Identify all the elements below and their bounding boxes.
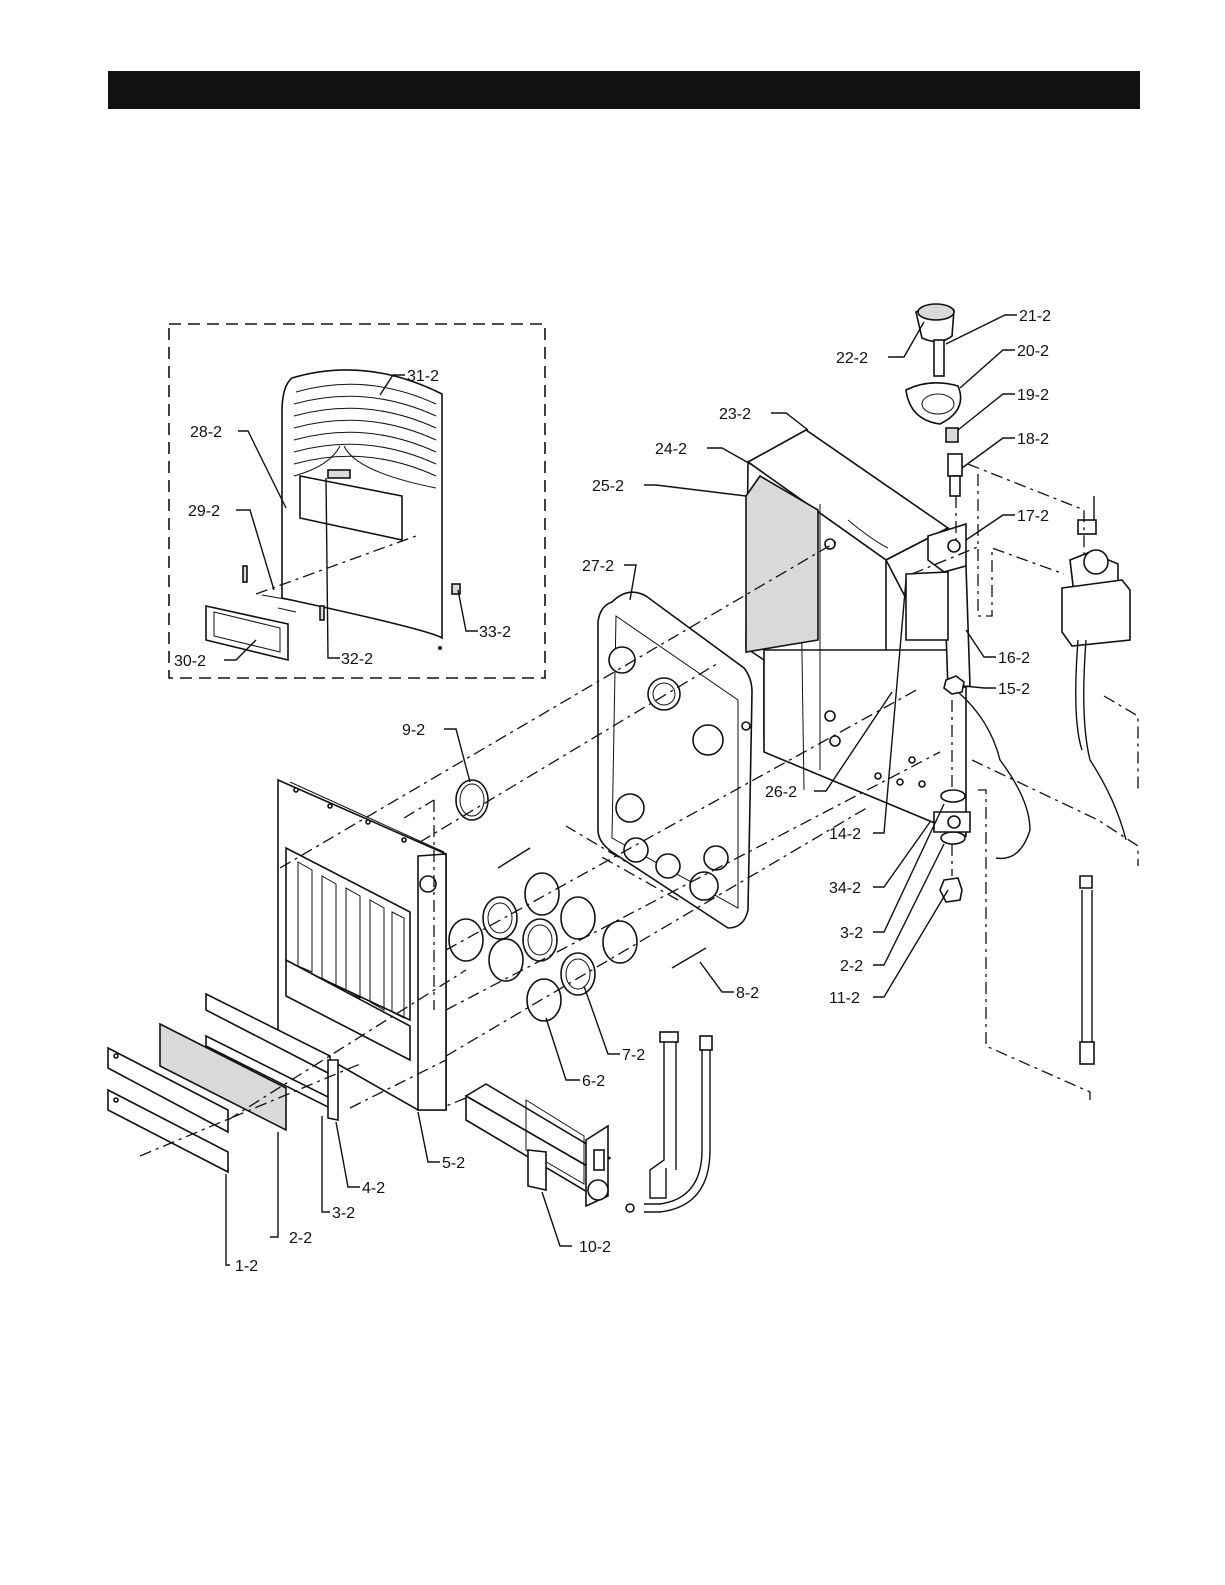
label-23-2: 23-2 bbox=[719, 406, 751, 423]
label-8-2: 8-2 bbox=[736, 985, 759, 1002]
label-3-2-trim: 3-2 bbox=[332, 1205, 355, 1222]
thermocouple-wire bbox=[958, 692, 1030, 858]
label-1-2: 1-2 bbox=[235, 1258, 258, 1275]
label-2-2-valve: 2-2 bbox=[840, 958, 863, 975]
pilot-and-tubing bbox=[644, 1032, 712, 1212]
tube-sleeves-6-2 bbox=[449, 873, 637, 1021]
gas-line-tube bbox=[1080, 876, 1094, 1064]
label-9-2: 9-2 bbox=[402, 722, 425, 739]
label-31-2: 31-2 bbox=[407, 368, 439, 385]
escutcheon-20-2 bbox=[906, 383, 961, 424]
label-15-2: 15-2 bbox=[998, 681, 1030, 698]
label-6-2: 6-2 bbox=[582, 1073, 605, 1090]
label-33-2: 33-2 bbox=[479, 624, 511, 641]
label-17-2: 17-2 bbox=[1017, 508, 1049, 525]
label-29-2: 29-2 bbox=[188, 503, 220, 520]
label-7-2: 7-2 bbox=[622, 1047, 645, 1064]
label-3-2-valve: 3-2 bbox=[840, 925, 863, 942]
label-20-2: 20-2 bbox=[1017, 343, 1049, 360]
label-10-2: 10-2 bbox=[579, 1239, 611, 1256]
label-14-2: 14-2 bbox=[829, 826, 861, 843]
label-21-2: 21-2 bbox=[1019, 308, 1051, 325]
gas-valve bbox=[1062, 496, 1130, 840]
clip-19-2 bbox=[946, 428, 958, 442]
gasket-strip-4-2 bbox=[328, 1060, 338, 1120]
label-28-2: 28-2 bbox=[190, 424, 222, 441]
label-4-2: 4-2 bbox=[362, 1180, 385, 1197]
control-door-30-2 bbox=[206, 606, 288, 660]
label-34-2: 34-2 bbox=[829, 880, 861, 897]
label-32-2: 32-2 bbox=[341, 651, 373, 668]
burner-bracket-16-2 bbox=[906, 572, 948, 640]
label-5-2: 5-2 bbox=[442, 1155, 465, 1172]
ring-9-2 bbox=[456, 780, 488, 820]
label-16-2: 16-2 bbox=[998, 650, 1030, 667]
label-27-2: 27-2 bbox=[582, 558, 614, 575]
label-22-2: 22-2 bbox=[836, 350, 868, 367]
label-18-2: 18-2 bbox=[1017, 431, 1049, 448]
label-25-2: 25-2 bbox=[592, 478, 624, 495]
label-26-2: 26-2 bbox=[765, 784, 797, 801]
gasket-plate-27-2 bbox=[598, 592, 752, 928]
knob-22-2 bbox=[916, 304, 954, 342]
label-2-2-trim: 2-2 bbox=[289, 1230, 312, 1247]
front-cabinet-31-2 bbox=[282, 370, 442, 650]
burner-assembly-10-2 bbox=[466, 1084, 634, 1212]
label-19-2: 19-2 bbox=[1017, 387, 1049, 404]
label-24-2: 24-2 bbox=[655, 441, 687, 458]
shaft-21-2 bbox=[934, 340, 944, 376]
label-30-2: 30-2 bbox=[174, 653, 206, 670]
piezo-18-2 bbox=[948, 454, 962, 496]
label-11-2: 11-2 bbox=[829, 990, 860, 1007]
